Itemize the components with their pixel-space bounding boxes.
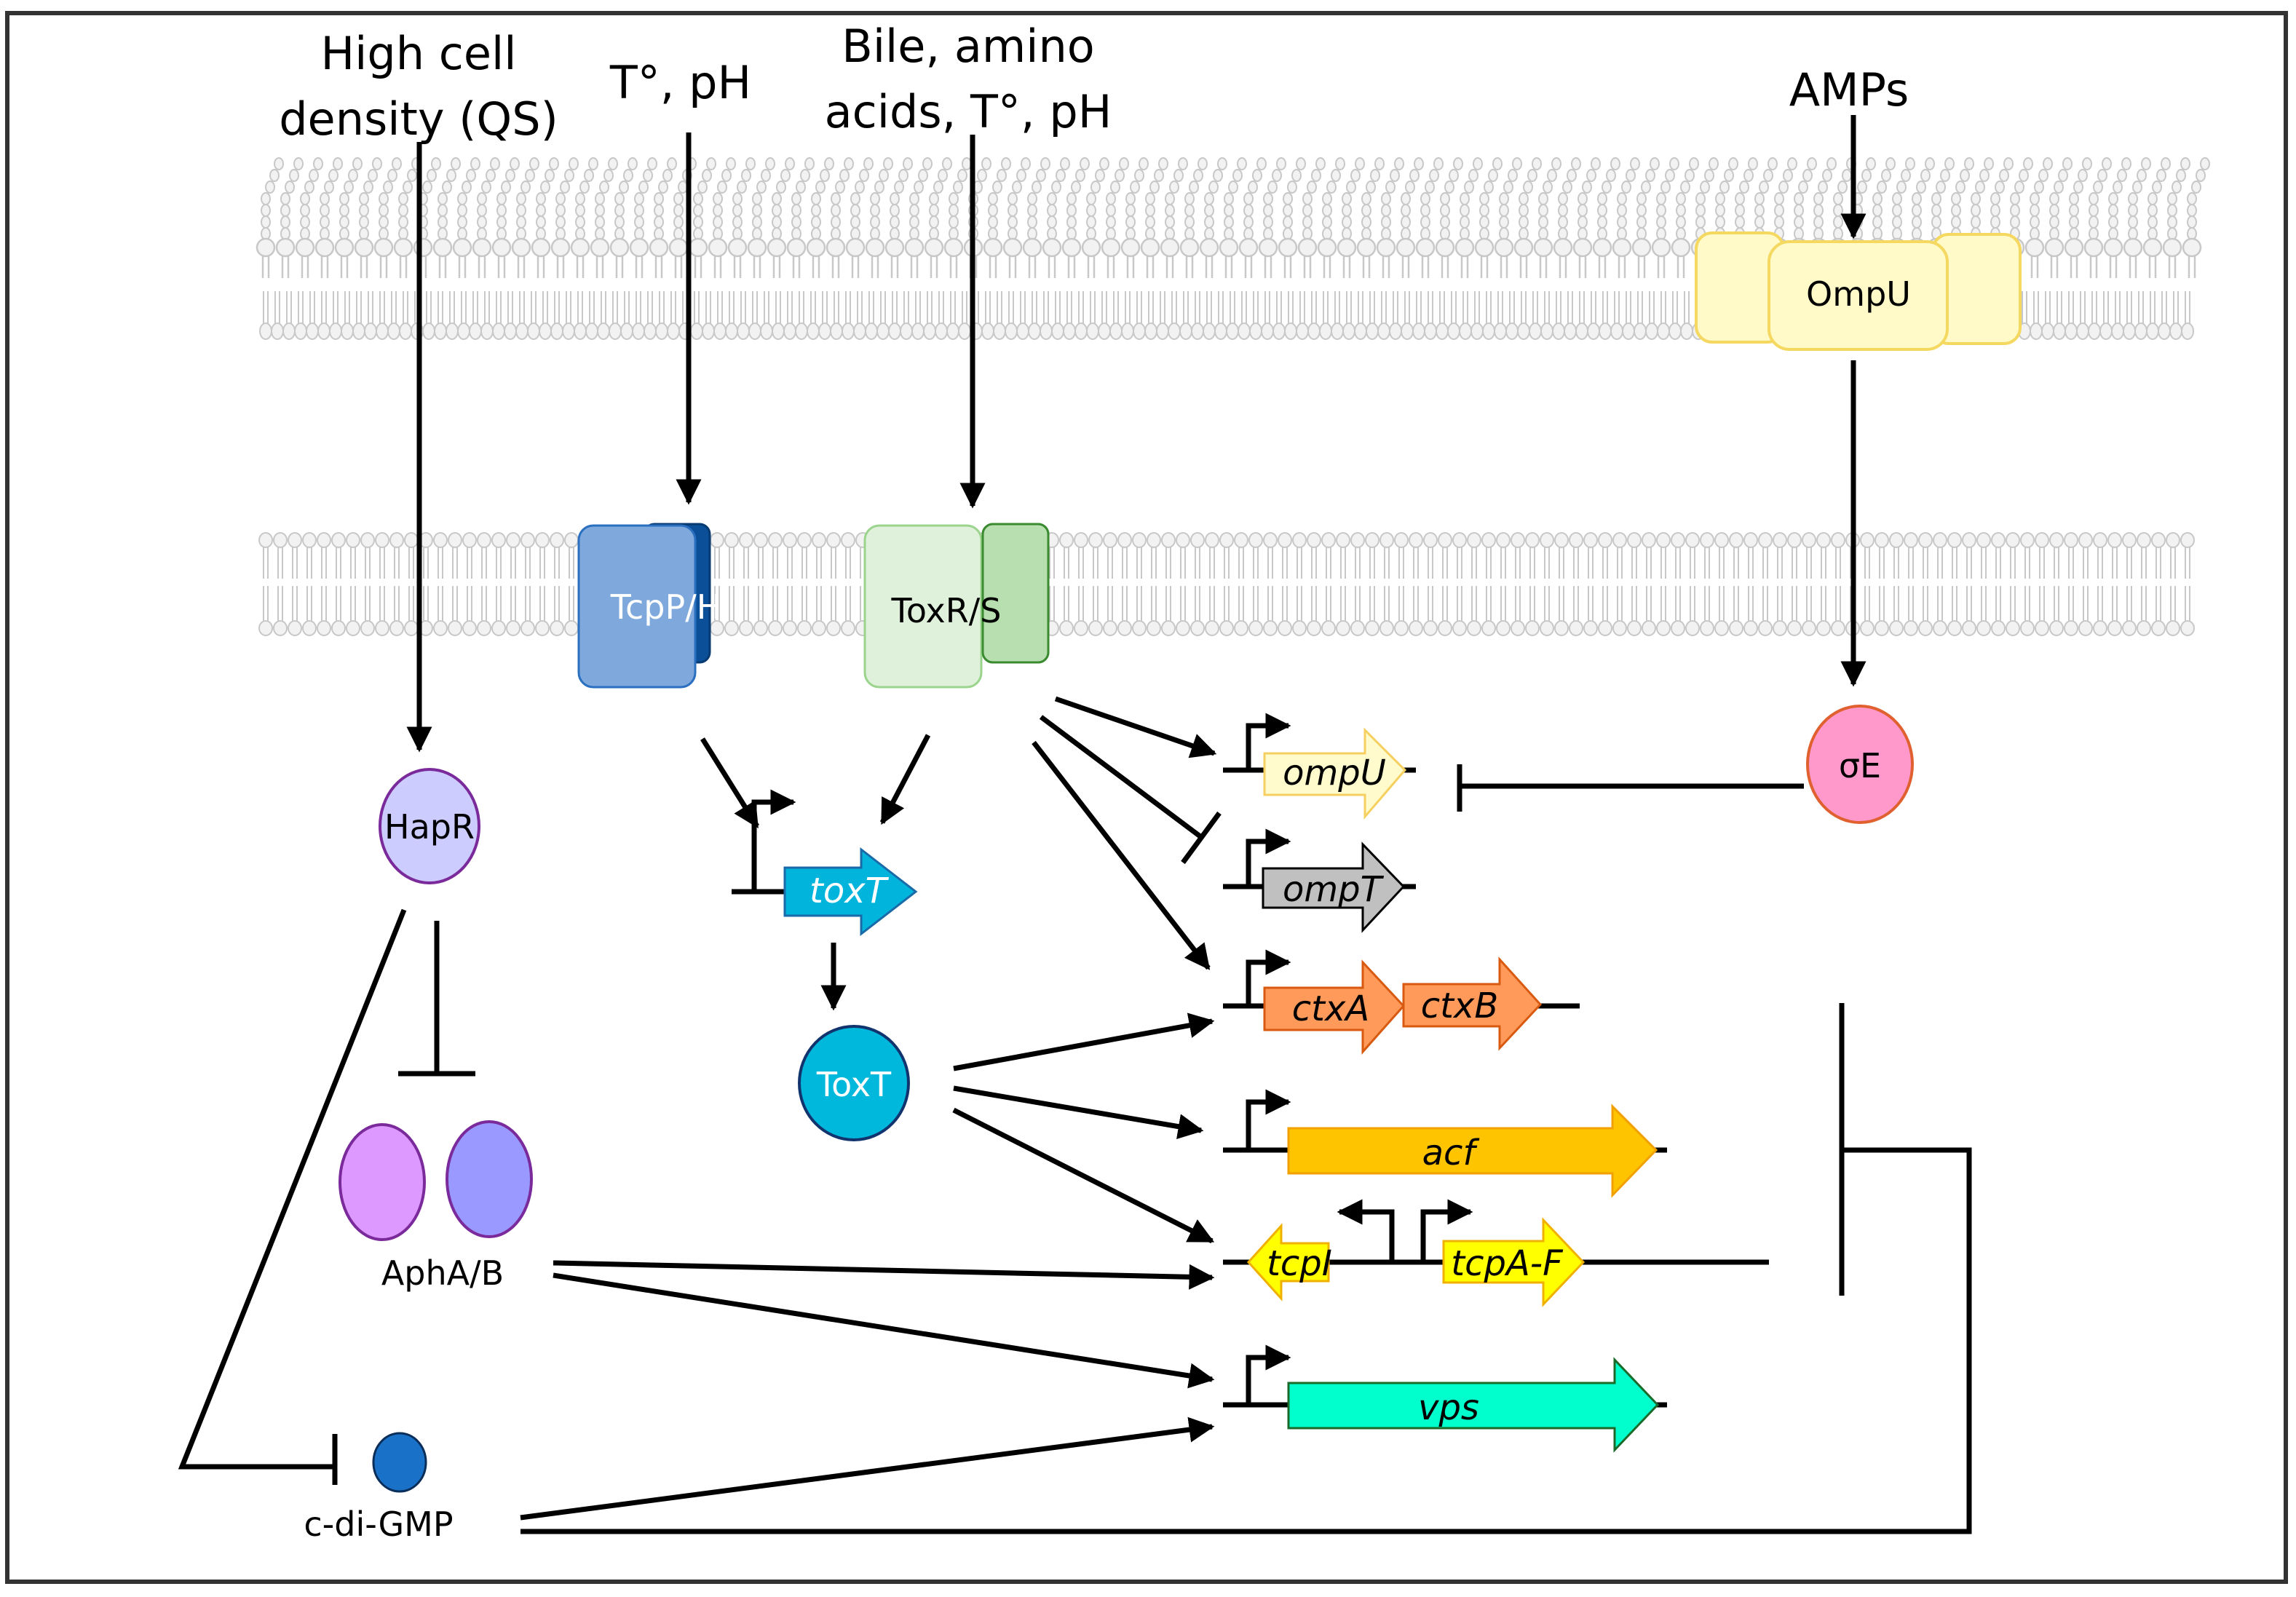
ctxb-gene-label: ctxB bbox=[1421, 986, 1499, 1026]
arrow-aphab-to-tcp bbox=[553, 1260, 1215, 1290]
hapr-label: HapR bbox=[384, 807, 475, 847]
ompu-gene-label: ompU bbox=[1283, 753, 1386, 793]
inhibit-toxrs-ompt bbox=[1039, 715, 1222, 865]
aphab-node: AphA/B bbox=[339, 1120, 533, 1293]
gene-tcp: tcpI tcpA-F bbox=[1223, 1199, 1769, 1307]
toxrs-label: ToxR/S bbox=[891, 591, 1002, 630]
sigmae-node: σE bbox=[1806, 705, 1914, 824]
ompt-gene-label: ompT bbox=[1283, 869, 1385, 910]
acf-gene-label: acf bbox=[1422, 1133, 1480, 1173]
signal-bile-line2: acids, T°, pH bbox=[825, 85, 1112, 138]
cdigmp-label: c-di-GMP bbox=[304, 1505, 453, 1544]
inhibit-sigmae-ompu bbox=[1457, 764, 1804, 812]
vps-gene-label: vps bbox=[1418, 1387, 1479, 1428]
arrow-tcpph-to-toxt bbox=[700, 737, 759, 828]
arrow-toxrs-to-toxt bbox=[879, 734, 931, 825]
toxt-protein-label: ToxT bbox=[816, 1065, 892, 1104]
arrow-toxt-to-acf bbox=[953, 1085, 1204, 1139]
gene-acf: acf bbox=[1223, 1089, 1667, 1198]
inhibit-hapr-cdigmp bbox=[178, 908, 407, 1485]
signal-qs-line2: density (QS) bbox=[279, 92, 558, 146]
tcpph-label: TcpP/H bbox=[610, 587, 722, 627]
gene-ompt: ompT bbox=[1223, 828, 1416, 933]
signal-qs-line1: High cell bbox=[321, 27, 517, 80]
ompu-label: OmpU bbox=[1806, 274, 1911, 314]
arrow-aphab-to-vps bbox=[553, 1272, 1215, 1389]
arrow-toxrs-to-ompu bbox=[1054, 696, 1217, 758]
sigmae-label: σE bbox=[1839, 746, 1881, 785]
signal-bile-line1: Bile, amino bbox=[842, 20, 1094, 73]
ctxa-gene-label: ctxA bbox=[1292, 988, 1369, 1029]
hapr-node: HapR bbox=[379, 768, 480, 884]
tcpi-gene-label: tcpI bbox=[1267, 1243, 1332, 1284]
tcpph-complex: TcpP/H bbox=[577, 523, 722, 689]
gene-toxt: toxT bbox=[732, 789, 918, 937]
signal-temp-ph: T°, pH bbox=[609, 56, 751, 109]
tcpaf-gene-label: tcpA-F bbox=[1451, 1243, 1564, 1284]
signal-amps: AMPs bbox=[1789, 63, 1909, 116]
toxt-protein-node: ToxT bbox=[798, 1025, 910, 1141]
gene-vps: vps bbox=[1223, 1344, 1667, 1453]
ompu-porin: OmpU bbox=[1695, 231, 2022, 351]
inhibit-cdigmp-virulence bbox=[520, 1003, 1972, 1534]
arrow-toxt-to-tcp bbox=[952, 1107, 1215, 1244]
arrow-cdigmp-to-vps bbox=[520, 1416, 1215, 1521]
arrow-toxt-to-ctx bbox=[953, 1013, 1215, 1071]
gene-ctxab: ctxA ctxB bbox=[1223, 949, 1580, 1055]
gene-ompu: ompU bbox=[1223, 713, 1416, 820]
arrow-toxrs-to-ctx bbox=[1032, 740, 1211, 970]
aphab-label: AphA/B bbox=[381, 1253, 504, 1293]
toxt-gene-label: toxT bbox=[809, 871, 890, 911]
inhibit-hapr-aphab bbox=[398, 921, 475, 1077]
cdigmp-node: c-di-GMP bbox=[304, 1432, 454, 1544]
toxrs-complex: ToxR/S bbox=[863, 523, 1050, 689]
